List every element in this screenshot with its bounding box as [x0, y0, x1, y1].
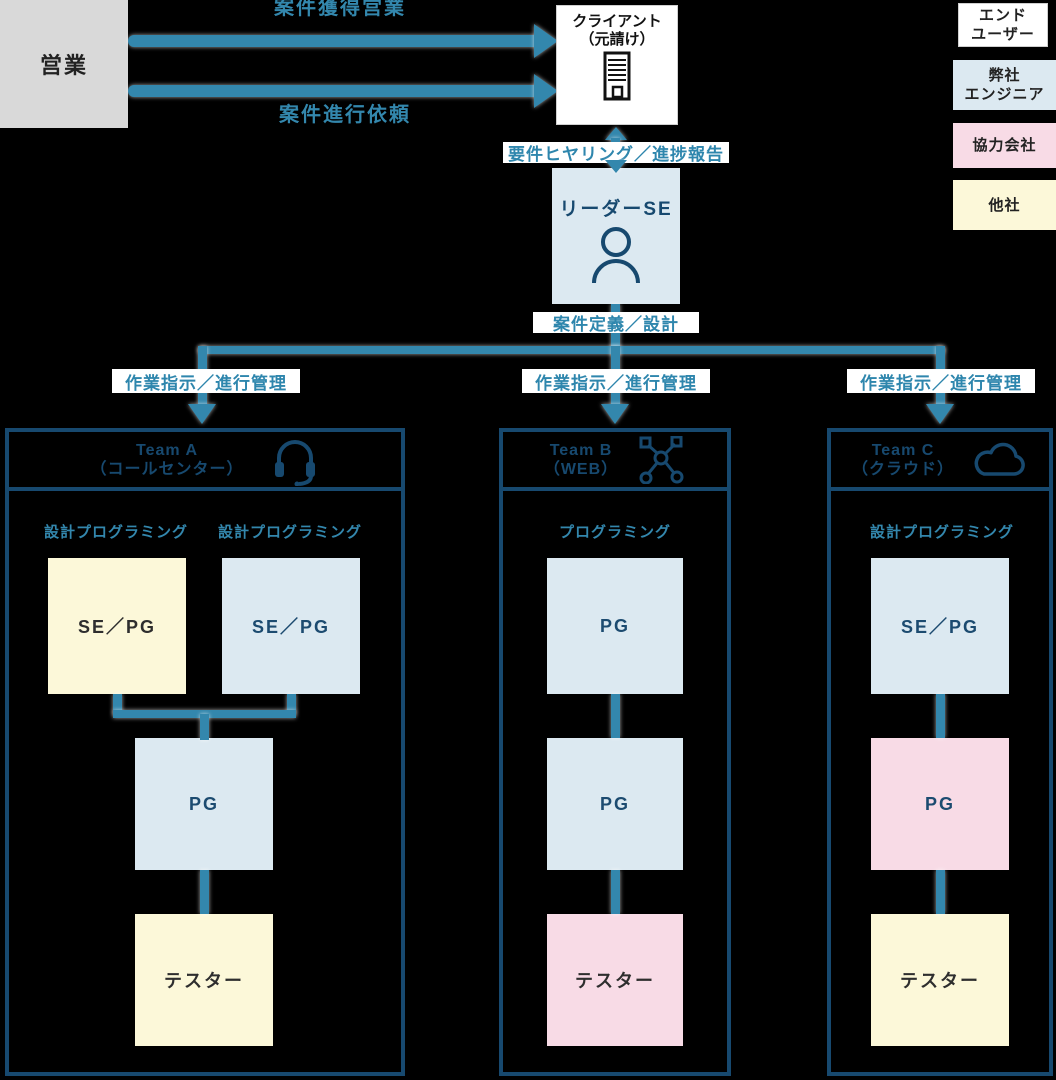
team-a-work-label-1: 設計プログラミング: [43, 524, 188, 541]
team-a-member-se-pg-right: SE／PG: [222, 558, 360, 694]
legend-item-our-engineer: 弊社 エンジニア: [953, 60, 1056, 110]
sales-box: 営業: [0, 0, 128, 128]
client-subtitle: （元請け）: [579, 31, 655, 48]
arrowhead-right-top-icon: [534, 24, 558, 58]
legend-item-other-company: 他社: [953, 180, 1056, 230]
legend-label: 弊社: [988, 67, 1021, 84]
branch-rail: [198, 346, 945, 354]
sales-to-client-arrow-top: [128, 35, 538, 47]
legend-label: 他社: [988, 196, 1021, 214]
arrowhead-down-icon: [605, 160, 627, 173]
team-c-box: Team C （クラウド）: [827, 428, 1053, 1076]
arrowhead-up-icon: [605, 127, 627, 140]
team-c-member-se-pg: SE／PG: [871, 558, 1009, 694]
leader-se-box: リーダーSE: [552, 168, 680, 304]
client-title: クライアント: [572, 13, 662, 30]
headset-icon: [274, 439, 315, 486]
team-b-member-tester: テスター: [547, 914, 683, 1046]
team-c-work-label: 設計プログラミング: [869, 524, 1014, 541]
cloud-icon: [974, 442, 1025, 476]
team-b-box: Team B （WEB）: [499, 428, 731, 1076]
network-icon: [639, 435, 684, 484]
team-a-work-label-2: 設計プログラミング: [217, 524, 362, 541]
instruction-label-a: 作業指示／進行管理: [112, 369, 300, 393]
team-b-member-pg-2: PG: [547, 738, 683, 870]
team-a-box: Team A （コールセンター）: [5, 428, 405, 1076]
team-a-connector-center: [200, 714, 209, 740]
team-a-connector-tester: [200, 870, 209, 914]
team-b-work-label: プログラミング: [558, 524, 671, 541]
team-c-member-tester: テスター: [871, 914, 1009, 1046]
legend-label: エンジニア: [964, 86, 1045, 103]
hearing-report-label: 要件ヒヤリング／進捗報告: [503, 142, 729, 164]
instruction-label-b: 作業指示／進行管理: [522, 369, 710, 393]
team-b-header: Team B （WEB）: [503, 432, 727, 491]
legend-label: エンド: [978, 7, 1027, 24]
arrowhead-team-a-icon: [188, 404, 216, 424]
team-b-name: Team B: [549, 441, 613, 459]
arrowhead-right-bottom-icon: [534, 74, 558, 108]
team-a-member-se-pg-left: SE／PG: [48, 558, 186, 694]
team-b-subtitle: （WEB）: [543, 460, 619, 478]
team-a-member-tester: テスター: [135, 914, 273, 1046]
legend-item-partner-company: 協力会社: [953, 123, 1056, 168]
person-icon: [592, 227, 640, 284]
client-box: クライアント （元請け）: [556, 5, 678, 125]
instruction-label-c: 作業指示／進行管理: [847, 369, 1035, 393]
team-c-connector-1: [936, 694, 945, 738]
arrowhead-team-c-icon: [926, 404, 954, 424]
legend-label: ユーザー: [971, 26, 1035, 43]
team-b-connector-1: [611, 694, 620, 738]
definition-label: 案件定義／設計: [533, 312, 699, 334]
team-a-connector-right: [287, 694, 296, 714]
leader-se-label: リーダーSE: [559, 199, 673, 220]
arrow-top-label: 案件獲得営業: [274, 0, 406, 19]
team-b-connector-2: [611, 870, 620, 914]
team-c-member-pg: PG: [871, 738, 1009, 870]
team-c-header: Team C （クラウド）: [831, 432, 1049, 491]
team-a-member-pg: PG: [135, 738, 273, 870]
team-c-subtitle: （クラウド）: [851, 460, 954, 478]
team-a-header: Team A （コールセンター）: [9, 432, 401, 491]
legend-label: 協力会社: [972, 137, 1037, 154]
team-c-connector-2: [936, 870, 945, 914]
sales-to-client-arrow-bottom: [128, 85, 538, 97]
legend-item-end-user: エンド ユーザー: [958, 3, 1048, 47]
team-a-connector-left: [113, 694, 122, 714]
arrow-bottom-label: 案件進行依頼: [279, 104, 411, 126]
team-c-name: Team C: [871, 441, 935, 459]
team-a-name: Team A: [135, 441, 198, 459]
building-icon: [603, 51, 631, 101]
sales-label: 営業: [39, 53, 88, 78]
team-a-subtitle: （コールセンター）: [90, 460, 244, 478]
team-b-member-pg-1: PG: [547, 558, 683, 694]
arrowhead-team-b-icon: [601, 404, 629, 424]
